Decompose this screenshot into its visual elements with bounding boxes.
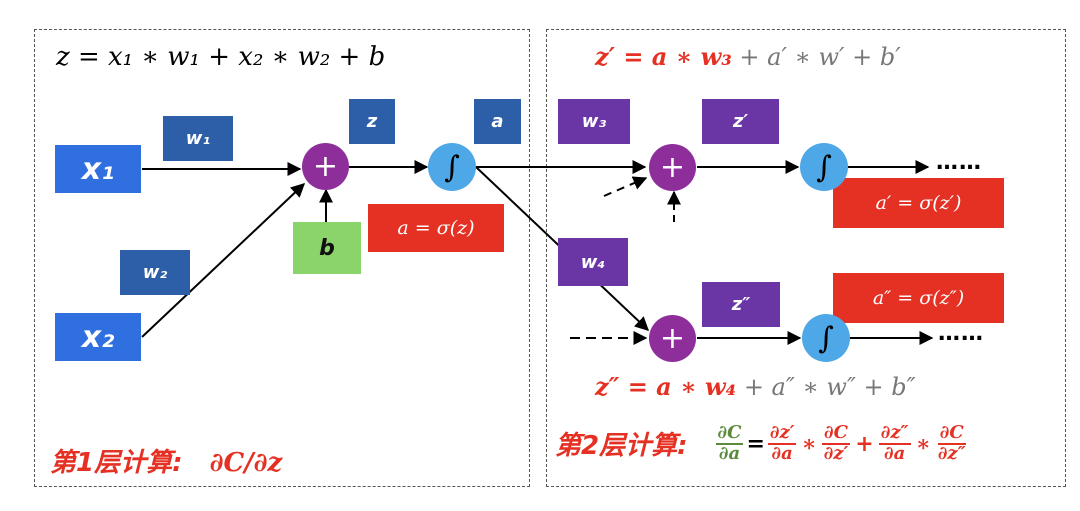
z-box: z (349, 99, 395, 144)
integral-icon: ∫ (816, 149, 832, 185)
layer2-formula-top: z′ = a ∗ w₃ + a′ ∗ w′ + b′ (595, 42, 901, 71)
sum-node-layer1: + (302, 143, 349, 190)
z-prime-box: z′ (702, 99, 779, 144)
dz2-da-den: ∂a (884, 442, 906, 464)
plus-icon: + (312, 149, 339, 184)
a-box: a (474, 99, 521, 144)
continuation-dots-top: …… (936, 150, 982, 175)
layer1-calc: 第1层计算: ∂C/∂z (50, 442, 282, 479)
layer2-formula-bottom-gray: + a″ ∗ w″ + b″ (736, 373, 916, 401)
layer2-formula-bottom: z″ = a ∗ w₄ + a″ ∗ w″ + b″ (595, 372, 916, 401)
layer2-calc-title: 第2层计算: (555, 431, 688, 462)
dC-dz1-num: ∂C (822, 422, 850, 445)
sigma-node-layer2-bottom: ∫ (802, 314, 850, 362)
dz1-da-den: ∂a (771, 442, 793, 464)
dz1-da-num: ∂z′ (767, 422, 797, 445)
dC-dz2-den: ∂z″ (937, 442, 966, 464)
layer1-calc-title: 第1层计算: (50, 448, 183, 478)
sigma-node-layer1: ∫ (428, 143, 476, 191)
dC-dz2-num: ∂C (937, 422, 966, 445)
layer2-formula-bottom-red: z″ = a ∗ w₄ (595, 372, 737, 401)
layer1-panel (34, 29, 530, 487)
activation-a-prime-box: a′ = σ(z′) (833, 178, 1004, 228)
dz2-da-fraction: ∂z″ ∂a (878, 422, 911, 464)
continuation-dots-bottom: …… (938, 321, 984, 346)
layer2-formula-top-gray: + a′ ∗ w′ + b′ (731, 43, 901, 71)
bias-b-box: b (293, 222, 361, 274)
weight-w4-box: w₄ (558, 238, 628, 286)
dC-da-den: ∂a (718, 442, 741, 464)
plus-icon: + (659, 150, 686, 185)
plus-sign: + (855, 430, 874, 457)
layer2-calc: 第2层计算: ∂C ∂a = ∂z′ ∂a ∗ ∂C ∂z′ + ∂z″ ∂a … (555, 422, 970, 464)
layer2-formula-top-red: z′ = a ∗ w₃ (595, 42, 732, 71)
activation-a-box: a = σ(z) (368, 204, 504, 252)
equals-sign: = (746, 430, 765, 457)
dC-dz2-fraction: ∂C ∂z″ (936, 422, 968, 464)
sigma-node-layer2-top: ∫ (800, 143, 848, 191)
sum-node-layer2-bottom: + (649, 315, 696, 362)
weight-w3-box: w₃ (558, 99, 630, 144)
integral-icon: ∫ (818, 320, 834, 356)
dC-da-fraction: ∂C ∂a (715, 422, 744, 464)
weight-w2-box: w₂ (120, 250, 190, 295)
dz2-da-num: ∂z″ (878, 422, 911, 445)
activation-a-dprime-box: a″ = σ(z″) (833, 273, 1004, 323)
sum-node-layer2-top: + (649, 144, 696, 191)
layer1-calc-expr: ∂C/∂z (209, 448, 283, 478)
wire-dashed-side-top (603, 176, 648, 197)
weight-w1-box: w₁ (163, 116, 233, 161)
input-x2-box: x₂ (55, 313, 141, 361)
dC-da-num: ∂C (715, 422, 744, 445)
dC-dz1-den: ∂z′ (823, 442, 849, 464)
multiply-sign-1: ∗ (801, 430, 817, 457)
dC-dz1-fraction: ∂C ∂z′ (822, 422, 851, 464)
wire-x2-sum (141, 183, 306, 338)
layer1-formula: z = x₁ ∗ w₁ + x₂ ∗ w₂ + b (56, 42, 386, 72)
multiply-sign-2: ∗ (915, 430, 931, 457)
dz1-da-fraction: ∂z′ ∂a (767, 422, 797, 464)
input-x1-box: x₁ (55, 145, 141, 193)
z-dprime-box: z″ (702, 282, 780, 327)
plus-icon: + (659, 321, 686, 356)
integral-icon: ∫ (444, 149, 460, 185)
layer2-panel (546, 29, 1066, 487)
